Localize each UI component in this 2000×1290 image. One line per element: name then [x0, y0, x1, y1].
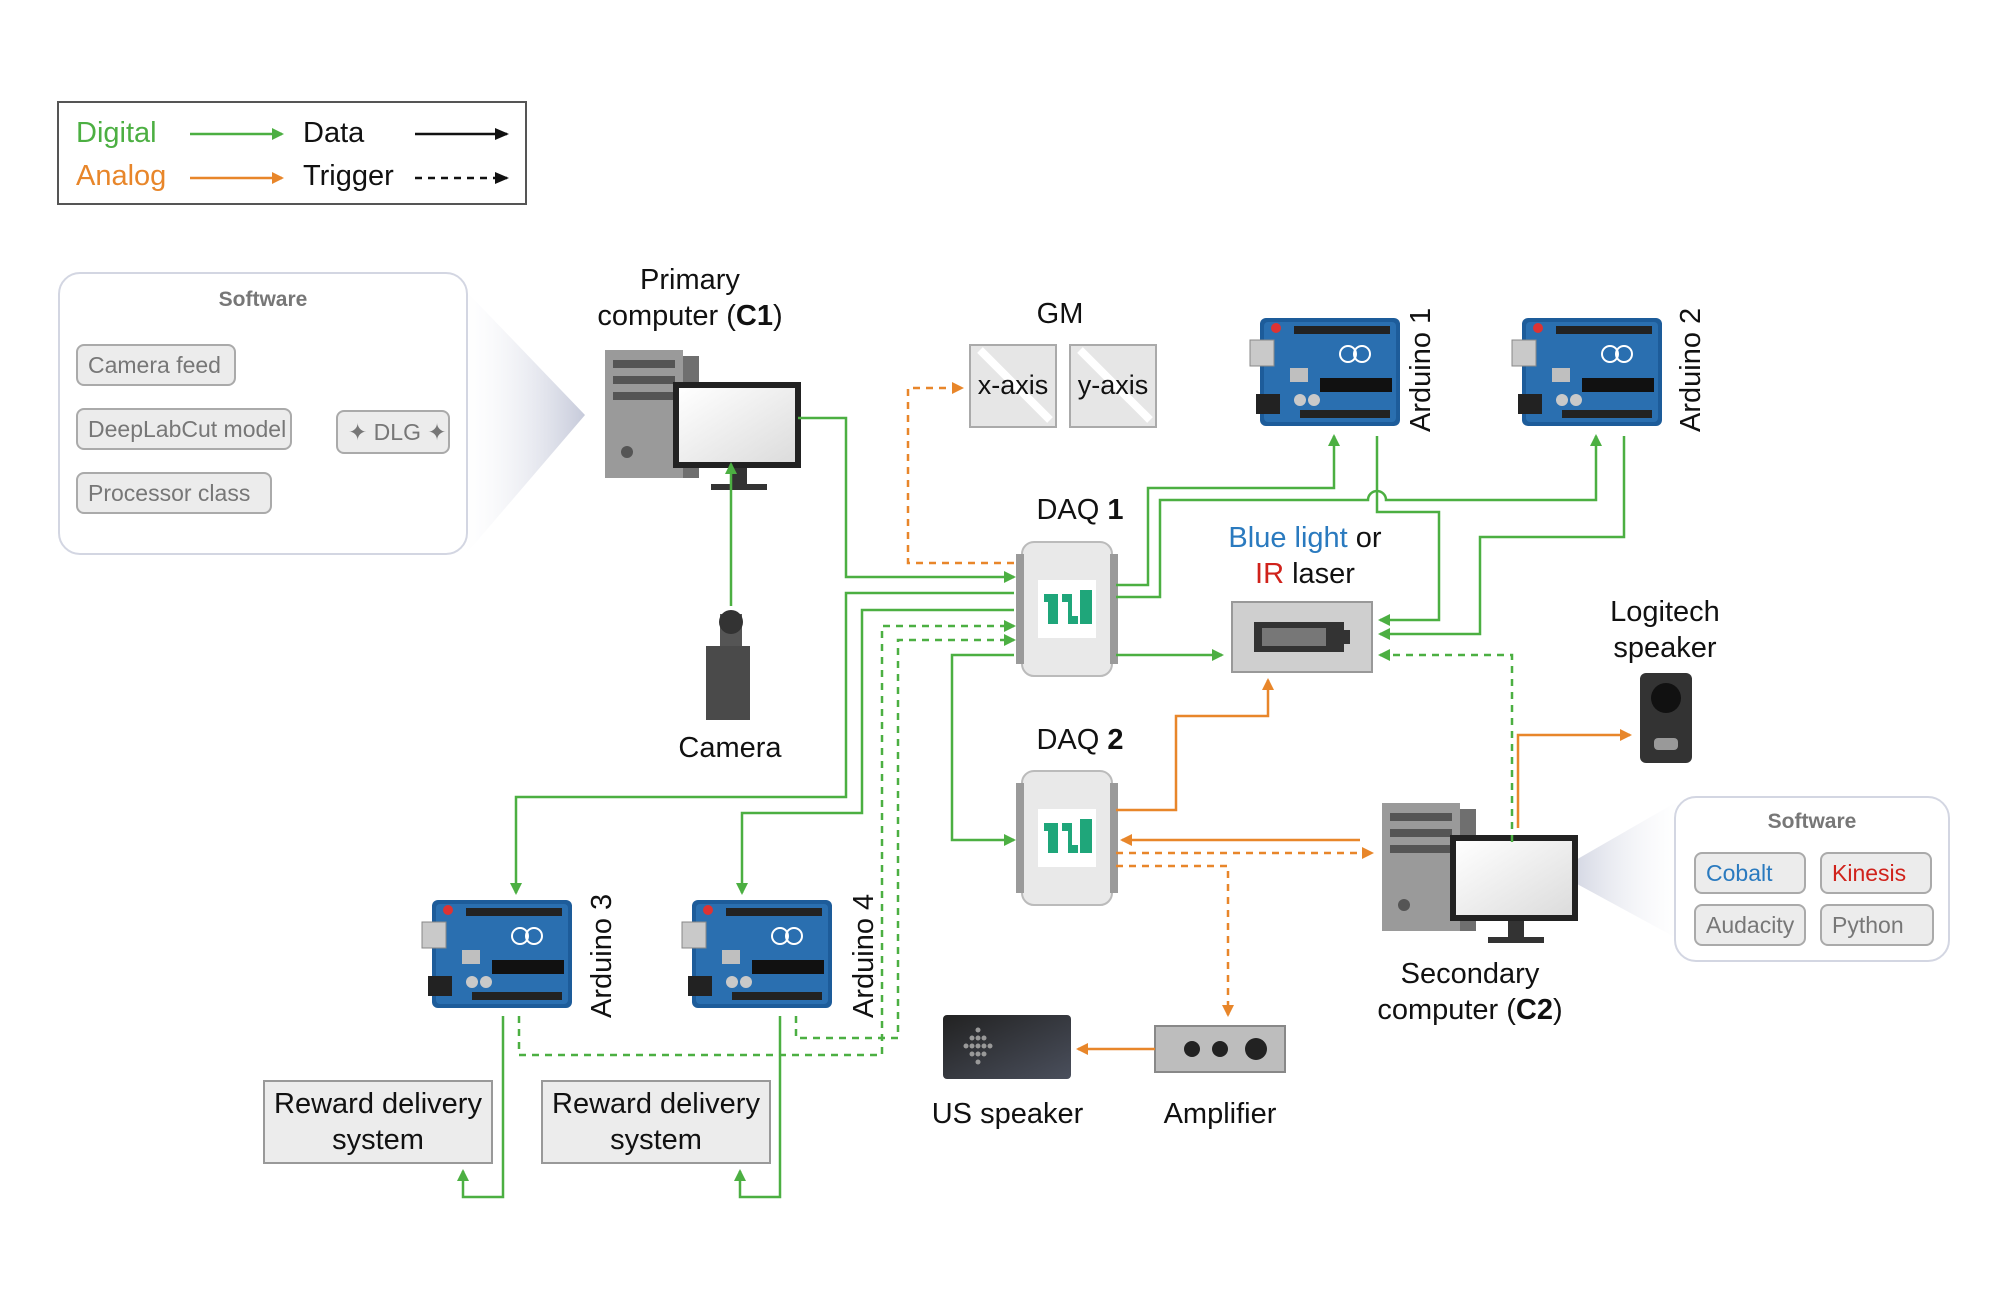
arduino2-label: Arduino 2 — [1675, 307, 1707, 432]
reward-delivery-system-2: Reward delivery system — [541, 1080, 771, 1164]
gm-y-axis-text: y-axis — [1077, 370, 1149, 400]
secondary-computer-id: C2 — [1515, 994, 1553, 1026]
chip-python: Python — [1820, 904, 1934, 946]
daq1-to-arduino3-line — [510, 591, 1014, 895]
arduino2-board-icon — [1511, 317, 1663, 427]
arduino1-to-laser-line — [1375, 436, 1441, 626]
gm-x-axis-label: x-axis — [970, 367, 1056, 403]
arduino4-board-icon — [681, 899, 833, 1009]
chip-dlg: ✦ DLG ✦ — [336, 410, 450, 454]
gm-x-mirror-icon — [969, 344, 1057, 428]
blue-light-or-ir-laser-label: Blue light or IR laser — [1200, 520, 1410, 592]
legend-digital-label: Digital — [76, 117, 157, 149]
secondary-computer-label-line2: computer ( — [1377, 994, 1516, 1026]
daq1-device-icon — [1015, 541, 1119, 677]
software-panel-c1-title: Software — [218, 288, 308, 311]
reward2-label-line1: Reward delivery — [552, 1088, 760, 1120]
arduino4-to-reward2-line — [734, 1016, 782, 1199]
us-speaker-label: US speaker — [931, 1098, 1084, 1130]
logitech-speaker-icon — [1640, 673, 1692, 763]
reward1-label-line2: system — [332, 1124, 424, 1156]
secondary-computer-label-line1: Secondary — [1400, 958, 1540, 990]
camera-label: Camera — [678, 732, 782, 764]
chip-processor-class: Processor class — [76, 472, 272, 514]
ir-text: IR — [1255, 558, 1285, 590]
primary-computer-label-line1: Primary — [640, 264, 740, 296]
legend-box: Digital Analog Data Trigger — [57, 101, 527, 205]
gm-label: GM — [1036, 298, 1084, 330]
software-spotlight-c1 — [465, 290, 585, 555]
secondary-computer-icon — [1382, 803, 1578, 943]
daq1-to-daq2-line — [950, 653, 1016, 846]
amplifier-label: Amplifier — [1163, 1098, 1277, 1130]
arduino3-to-reward1-line — [457, 1016, 505, 1199]
daq2-to-amplifier-line — [1116, 864, 1234, 1017]
arduino1-board-icon — [1249, 317, 1401, 427]
secondary-computer-label-close: ) — [1553, 994, 1563, 1026]
arduino4-label: Arduino 4 — [848, 893, 880, 1018]
gm-y-mirror-icon — [1069, 344, 1157, 428]
legend-analog-label: Analog — [76, 160, 167, 192]
reward2-label-line2: system — [610, 1124, 702, 1156]
chip-kinesis: Kinesis — [1820, 852, 1932, 894]
c2-to-logitech-line — [1516, 729, 1632, 828]
daq1-label: DAQ 1 — [1000, 492, 1160, 528]
laser-device-icon — [1231, 601, 1373, 673]
software-panel-c1: Software Camera feed DeepLabCut model Pr… — [58, 272, 468, 555]
daq1-to-arduino4-line — [736, 608, 1014, 895]
or-text: or — [1347, 522, 1382, 554]
arduino2-to-laser-line — [1378, 436, 1626, 640]
c1-to-daq1-line — [798, 416, 1016, 583]
daq2-number: 2 — [1107, 724, 1124, 756]
software-spotlight-c2 — [1555, 800, 1680, 940]
legend-trigger-label: Trigger — [303, 160, 394, 192]
daq2-label-text: DAQ — [1036, 724, 1100, 756]
software-panel-c2: Software Cobalt Kinesis Audacity Python — [1674, 796, 1950, 962]
reward-delivery-system-1: Reward delivery system — [263, 1080, 493, 1164]
chip-cobalt: Cobalt — [1694, 852, 1806, 894]
daq1-to-gm-line — [906, 382, 1014, 565]
arduino1-label: Arduino 1 — [1405, 307, 1437, 432]
logitech-label-line1: Logitech — [1610, 596, 1720, 628]
chip-camera-feed: Camera feed — [76, 344, 236, 386]
arduino3-board-icon — [421, 899, 573, 1009]
arduino3-label: Arduino 3 — [586, 893, 618, 1018]
us-speaker-icon — [943, 1015, 1071, 1079]
chip-audacity: Audacity — [1694, 904, 1806, 946]
chip-deeplabcut-model: DeepLabCut model — [76, 408, 292, 450]
gm-x-axis-text: x-axis — [977, 370, 1049, 400]
logitech-label-line2: speaker — [1613, 632, 1717, 664]
secondary-computer-label: Secondary computer (C2) — [1340, 956, 1600, 1028]
legend-data-label: Data — [303, 117, 365, 149]
camera-icon — [706, 610, 750, 720]
daq2-to-laser-line — [1116, 678, 1274, 812]
software-panel-c2-title: Software — [1767, 810, 1857, 833]
primary-computer-icon — [605, 350, 801, 490]
primary-computer-id: C1 — [735, 300, 773, 332]
logitech-speaker-label: Logitech speaker — [1585, 594, 1745, 666]
daq1-to-arduino1-line — [1116, 434, 1340, 587]
primary-computer-label-close: ) — [773, 300, 783, 332]
arduino3-trigger-line — [517, 620, 1016, 1057]
arduino4-trigger-line — [794, 634, 1016, 1040]
daq2-label: DAQ 2 — [1000, 722, 1160, 758]
amplifier-icon — [1154, 1025, 1286, 1073]
laser-text: laser — [1284, 558, 1355, 590]
blue-light-text: Blue light — [1228, 522, 1348, 554]
daq2-device-icon — [1015, 770, 1119, 906]
c2-trigger-to-laser-line — [1378, 649, 1514, 842]
primary-computer-label: Primary computer (C1) — [560, 262, 820, 334]
daq1-label-text: DAQ — [1036, 494, 1100, 526]
reward1-label-line1: Reward delivery — [274, 1088, 482, 1120]
daq1-number: 1 — [1107, 494, 1124, 526]
gm-y-axis-label: y-axis — [1070, 367, 1156, 403]
primary-computer-label-line2: computer ( — [597, 300, 736, 332]
